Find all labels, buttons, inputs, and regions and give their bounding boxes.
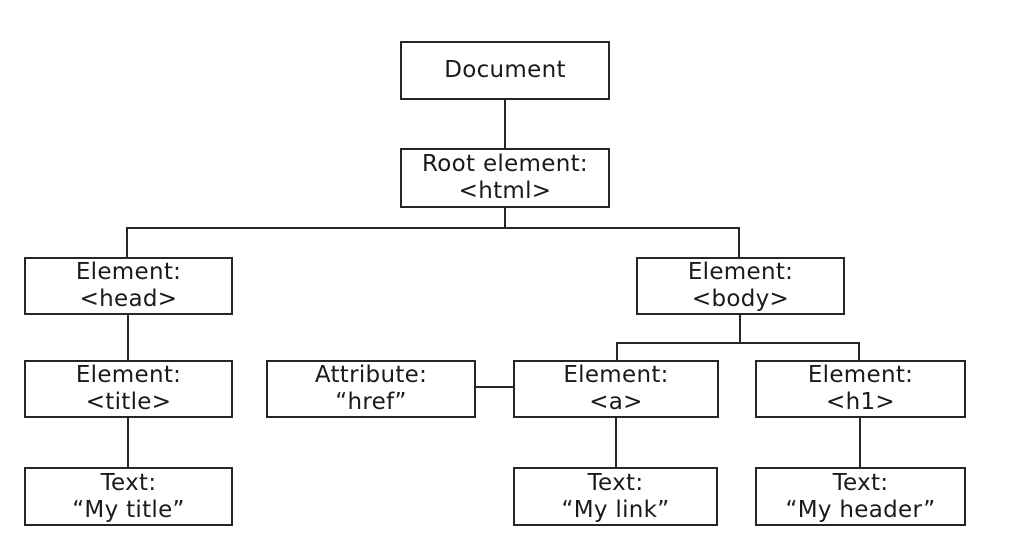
connector-rail-h1 [858,342,860,361]
connector-title-text [127,417,129,468]
node-text-my-link: Text: “My link” [513,467,718,526]
node-body-label: Element: [687,259,794,285]
connector-rail-root-children [126,227,740,229]
connector-attribute-anchor [475,386,514,388]
node-h1-label: Element: [807,362,914,388]
node-element-a: Element: <a> [513,360,719,418]
node-text-header-label: Text: [832,469,889,496]
node-attribute-label: Attribute: [314,362,428,388]
connector-rail-head [126,227,128,258]
connector-root-rail [504,207,506,229]
node-root-tag: <html> [458,178,552,204]
connector-rail-body-children [616,342,860,344]
node-element-title: Element: <title> [24,360,233,418]
node-document-label: Document [444,57,566,83]
node-body-tag: <body> [691,286,790,312]
node-element-head: Element: <head> [24,257,233,315]
node-title-label: Element: [75,362,182,388]
node-a-label: Element: [563,362,669,388]
node-root-element-html: Root element: <html> [400,148,610,208]
node-element-h1: Element: <h1> [755,360,966,418]
node-text-my-header: Text: “My header” [755,467,966,526]
node-document: Document [400,41,610,100]
connector-rail-anchor [616,342,618,361]
connector-anchor-text [615,417,617,468]
node-text-title-label: Text: [100,469,157,496]
connector-h1-text [859,417,861,468]
node-head-label: Element: [75,259,182,285]
connector-rail-body [738,227,740,258]
connector-document-root [504,100,506,149]
node-root-label: Root element: [422,151,588,177]
node-title-tag: <title> [85,389,172,415]
node-head-tag: <head> [79,286,178,312]
connector-head-title [127,314,129,361]
node-attribute-value: “href” [335,389,407,415]
node-attribute-href: Attribute: “href” [266,360,476,418]
node-text-header-value: “My header” [785,496,936,523]
node-text-link-value: “My link” [561,496,670,523]
node-h1-tag: <h1> [826,389,895,415]
connector-body-rail [739,314,741,343]
node-text-my-title: Text: “My title” [24,467,233,526]
node-element-body: Element: <body> [636,257,845,315]
node-text-link-label: Text: [587,469,644,496]
node-text-title-value: “My title” [72,496,185,523]
node-a-tag: <a> [589,389,643,415]
